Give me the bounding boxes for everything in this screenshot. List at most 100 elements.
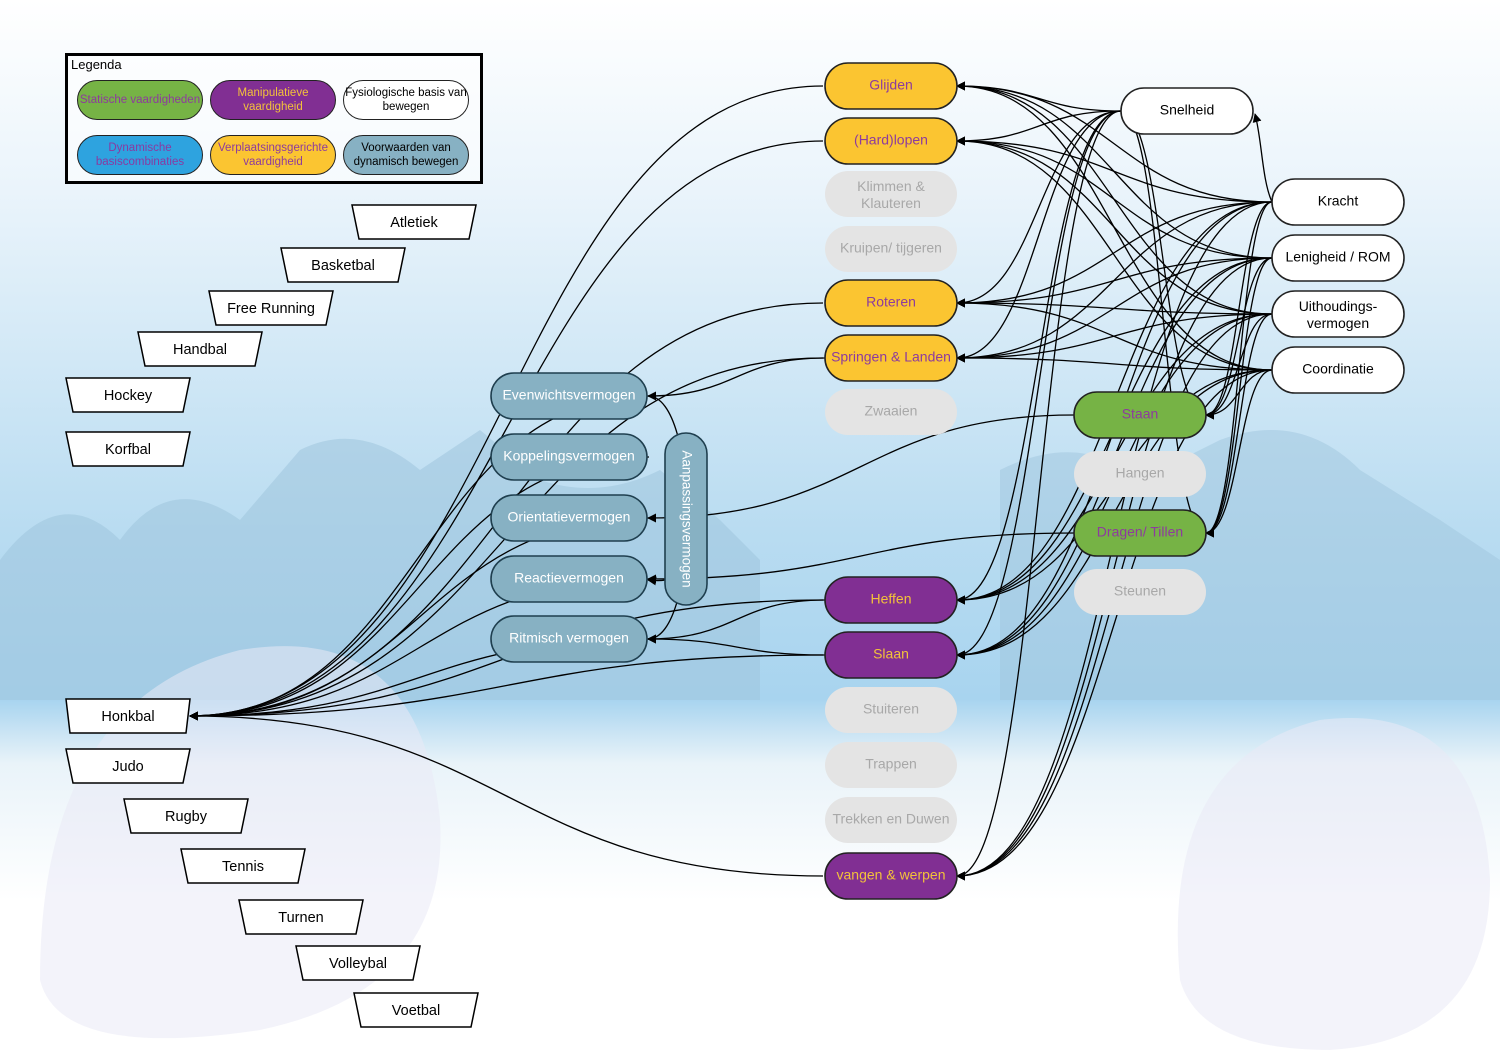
edge-slaan-ritmisch: [647, 634, 826, 656]
sport-shape: [65, 377, 191, 413]
skill-label: Roteren: [866, 294, 916, 310]
static-skill-steunen[interactable]: Steunen: [1074, 569, 1206, 615]
sport-label: Volleybal: [329, 956, 387, 972]
static-skill-hangen[interactable]: Hangen: [1074, 451, 1206, 497]
skill-label: (Hard)lopen: [854, 132, 928, 148]
physiological-label: Coordinatie: [1302, 361, 1374, 377]
physiological-lenigheid-rom[interactable]: Lenigheid / ROM: [1271, 234, 1405, 282]
edge-kracht-glijden: [956, 81, 1273, 203]
sport-shape: [353, 992, 479, 1028]
edge-kracht-staan: [1205, 201, 1273, 420]
physiological-shape: [1120, 87, 1254, 135]
static-skill-label: Dragen/ Tillen: [1097, 524, 1183, 540]
sport-atletiek[interactable]: Atletiek: [351, 204, 477, 240]
sport-hockey[interactable]: Hockey: [65, 377, 191, 413]
sport-free-running[interactable]: Free Running: [208, 290, 334, 326]
skill-shape: [825, 797, 957, 843]
sport-shape: [65, 748, 191, 784]
edge-kracht-dragen-tillen: [1205, 201, 1273, 538]
skill-slaan[interactable]: Slaan: [824, 631, 958, 679]
legend: Legenda Statische vaardigheden Manipulat…: [65, 53, 483, 184]
sport-honkbal[interactable]: Honkbal: [65, 698, 191, 734]
sport-shape: [280, 247, 406, 283]
coordination-reactievermogen[interactable]: Reactievermogen: [490, 555, 648, 603]
sport-shape: [351, 204, 477, 240]
coordination-label: Koppelingsvermogen: [503, 448, 635, 464]
sport-label: Basketbal: [311, 258, 375, 274]
legend-title: Legenda: [71, 57, 122, 72]
skill-shape: [824, 279, 958, 327]
edge-snelheid-vangen-werpen: [956, 110, 1122, 881]
physiological-kracht[interactable]: Kracht: [1271, 178, 1405, 226]
static-skill-shape: [1074, 569, 1206, 615]
edge-snelheid-heffen: [956, 110, 1122, 605]
skill-label: Heffen: [871, 591, 912, 607]
physiological-coordinatie[interactable]: Coordinatie: [1271, 346, 1405, 394]
sport-label: Voetbal: [392, 1003, 440, 1019]
adaptation-ability[interactable]: Aanpassingsvermogen: [664, 432, 708, 606]
edge-uithoudings-vermogen-roteren: [956, 298, 1273, 315]
skill-hard-lopen[interactable]: (Hard)lopen: [824, 117, 958, 165]
skill-label: Glijden: [869, 77, 913, 93]
edge-coordinatie-staan: [1205, 369, 1273, 420]
skill-trappen[interactable]: Trappen: [825, 742, 957, 788]
sport-korfbal[interactable]: Korfbal: [65, 431, 191, 467]
physiological-shape: [1271, 234, 1405, 282]
static-skill-dragen-tillen[interactable]: Dragen/ Tillen: [1073, 509, 1207, 557]
coordination-label: Ritmisch vermogen: [509, 630, 629, 646]
sport-handbal[interactable]: Handbal: [137, 331, 263, 367]
sport-voetbal[interactable]: Voetbal: [353, 992, 479, 1028]
adaptation-label: Aanpassingsvermogen: [679, 450, 694, 587]
physiological-uithoudings-vermogen[interactable]: Uithoudings-vermogen: [1271, 290, 1405, 338]
skill-zwaaien[interactable]: Zwaaien: [825, 389, 957, 435]
sport-rugby[interactable]: Rugby: [123, 798, 249, 834]
edge-hard-lopen-honkbal: [189, 140, 824, 721]
physiological-shape: [1271, 290, 1405, 338]
coordination-evenwichtsvermogen[interactable]: Evenwichtsvermogen: [490, 372, 648, 420]
physiological-label: Kracht: [1318, 193, 1359, 209]
physiological-shape: [1271, 346, 1405, 394]
legend-locomotor-skill: Verplaatsingsgerichte vaardigheid: [210, 135, 336, 175]
edge-lenigheid-rom-staan: [1205, 257, 1273, 420]
legend-manipulative-skill: Manipulatieve vaardigheid: [210, 80, 336, 120]
sport-shape: [65, 431, 191, 467]
sport-shape: [65, 698, 191, 734]
skill-vangen-werpen[interactable]: vangen & werpen: [824, 852, 958, 900]
coordination-orientatievermogen[interactable]: Orientatievermogen: [490, 494, 648, 542]
physiological-label: Lenigheid / ROM: [1285, 249, 1390, 265]
skill-label: Kruipen/ tijgeren: [840, 240, 942, 256]
skill-springen-landen[interactable]: Springen & Landen: [824, 334, 958, 382]
edge-heffen-ritmisch: [647, 599, 826, 644]
coordination-ritmisch-vermogen[interactable]: Ritmisch vermogen: [490, 615, 648, 663]
static-skill-staan[interactable]: Staan: [1073, 391, 1207, 439]
edge-uithoudings-vermogen-glijden: [956, 81, 1273, 315]
edge-coordinatie-hard-lopen: [956, 136, 1273, 371]
sport-basketbal[interactable]: Basketbal: [280, 247, 406, 283]
skill-trekken-en-duwen[interactable]: Trekken en Duwen: [825, 797, 957, 843]
sport-turnen[interactable]: Turnen: [238, 899, 364, 935]
skill-kruipen-tijgeren[interactable]: Kruipen/ tijgeren: [825, 226, 957, 272]
edge-staan-orientatie: [647, 414, 1075, 523]
physiological-snelheid[interactable]: Snelheid: [1120, 87, 1254, 135]
skill-label: Klimmen &Klauteren: [857, 178, 925, 211]
sport-tennis[interactable]: Tennis: [180, 848, 306, 884]
edge-snelheid-hard-lopen: [956, 110, 1122, 146]
adaptation-shape: [664, 432, 708, 606]
skill-klimmen-klauteren[interactable]: Klimmen &Klauteren: [825, 171, 957, 217]
skill-stuiteren[interactable]: Stuiteren: [825, 687, 957, 733]
sport-volleybal[interactable]: Volleybal: [295, 945, 421, 981]
skill-shape: [824, 334, 958, 382]
skill-glijden[interactable]: Glijden: [824, 62, 958, 110]
edge-snelheid-glijden: [956, 81, 1122, 112]
coordination-koppelingsvermogen[interactable]: Koppelingsvermogen: [490, 433, 648, 481]
skill-roteren[interactable]: Roteren: [824, 279, 958, 327]
skill-shape: [825, 687, 957, 733]
coordination-shape: [490, 372, 648, 420]
sport-judo[interactable]: Judo: [65, 748, 191, 784]
legend-physiological-basis: Fysiologische basis van bewegen: [343, 80, 469, 120]
skill-heffen[interactable]: Heffen: [824, 576, 958, 624]
edge-kracht-snelheid: [1252, 113, 1273, 203]
sport-shape: [295, 945, 421, 981]
edge-uithoudings-vermogen-staan: [1205, 313, 1273, 420]
